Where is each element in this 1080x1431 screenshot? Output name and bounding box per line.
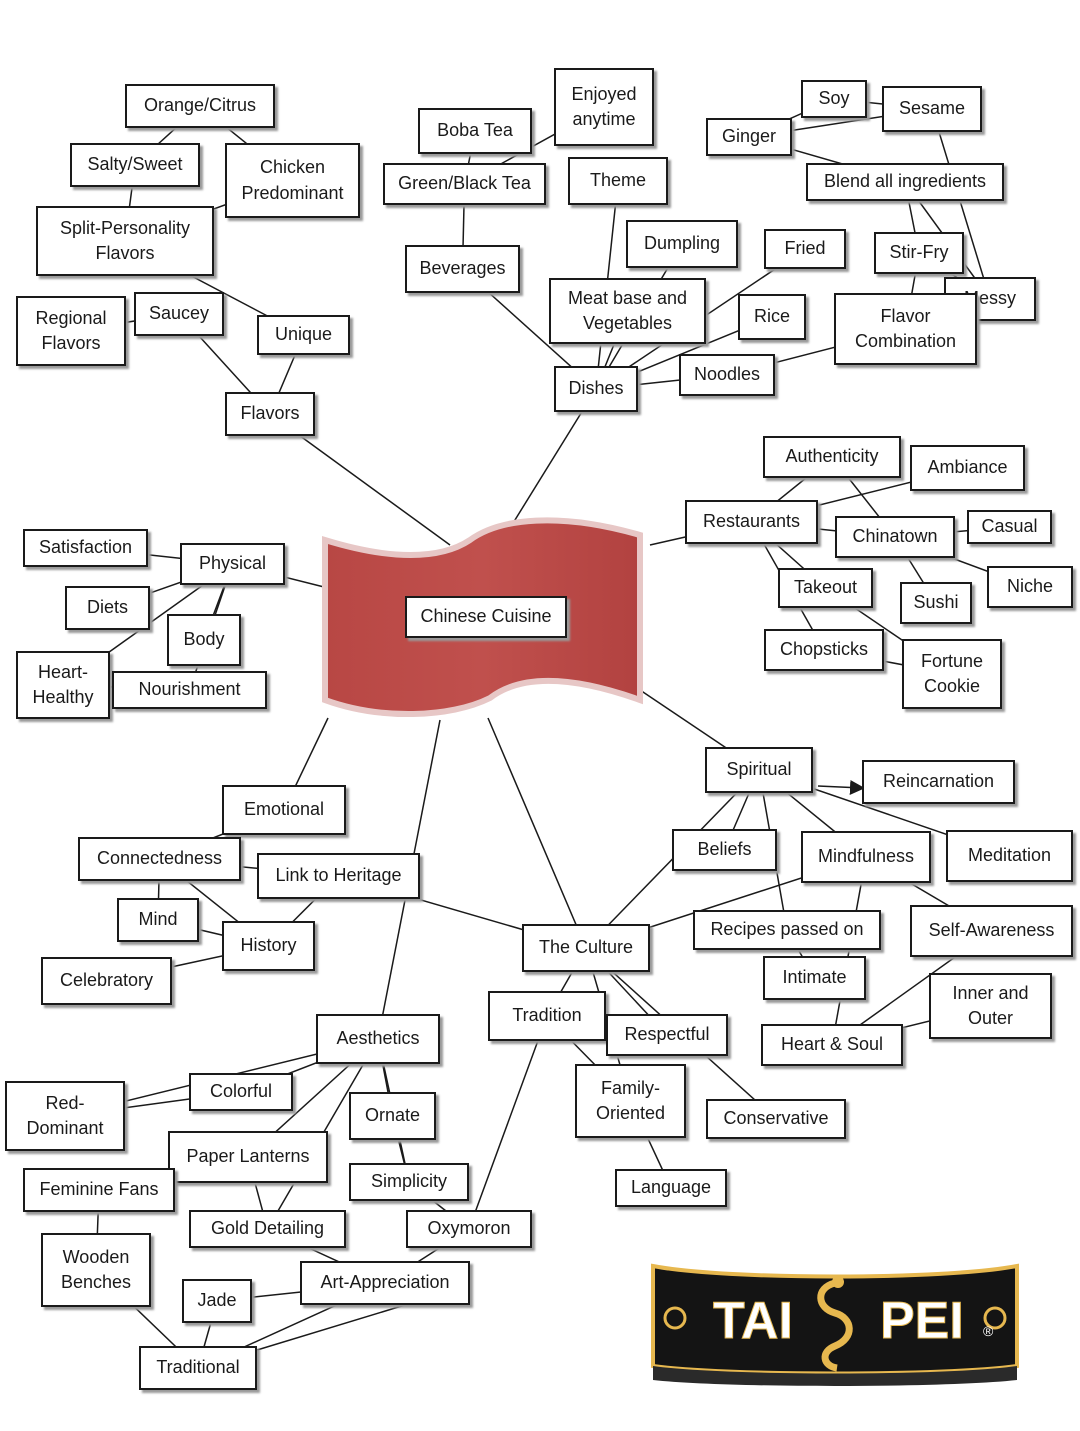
dragon-icon (817, 1279, 853, 1372)
arrow-line (817, 779, 865, 795)
node-niche[interactable]: Niche (987, 566, 1073, 608)
connector-line (831, 856, 867, 1046)
node-stir-fry[interactable]: Stir-Fry (874, 232, 964, 274)
node-nourishment[interactable]: Nourishment (112, 671, 267, 709)
logo-registered: ® (983, 1323, 994, 1339)
node-wooden-benches[interactable]: Wooden Benches (41, 1233, 151, 1307)
node-link-heritage[interactable]: Link to Heritage (257, 853, 420, 899)
node-orange-citrus[interactable]: Orange/Citrus (125, 84, 275, 128)
node-restaurants[interactable]: Restaurants (685, 500, 818, 544)
connector-line (468, 1015, 548, 1230)
node-chopsticks[interactable]: Chopsticks (764, 629, 884, 671)
center-node[interactable]: Chinese Cuisine (405, 596, 567, 638)
node-feminine-fans[interactable]: Feminine Fans (23, 1168, 175, 1212)
node-ornate[interactable]: Ornate (349, 1092, 436, 1140)
node-green-black-tea[interactable]: Green/Black Tea (383, 163, 546, 205)
node-enjoyed-anytime[interactable]: Enjoyed anytime (554, 68, 654, 146)
node-mindfulness[interactable]: Mindfulness (801, 831, 931, 883)
node-flavor-combination[interactable]: Flavor Combination (834, 293, 977, 365)
node-satisfaction[interactable]: Satisfaction (23, 529, 148, 567)
node-takeout[interactable]: Takeout (778, 568, 873, 608)
node-spiritual[interactable]: Spiritual (705, 747, 813, 793)
node-flavors[interactable]: Flavors (225, 392, 315, 436)
node-family-oriented[interactable]: Family- Oriented (575, 1064, 686, 1138)
node-unique[interactable]: Unique (257, 315, 350, 355)
node-simplicity[interactable]: Simplicity (349, 1163, 469, 1201)
node-traditional[interactable]: Traditional (139, 1346, 257, 1390)
logo-text-left: TAI (713, 1292, 793, 1350)
taipei-logo: TAI PEI ® (651, 1263, 1019, 1386)
node-theme[interactable]: Theme (568, 157, 668, 205)
node-dishes[interactable]: Dishes (554, 366, 638, 412)
node-celebratory[interactable]: Celebratory (41, 957, 172, 1005)
node-dumpling[interactable]: Dumpling (626, 220, 738, 268)
node-blend-all[interactable]: Blend all ingredients (806, 163, 1004, 201)
node-conservative[interactable]: Conservative (706, 1099, 846, 1139)
node-the-culture[interactable]: The Culture (522, 924, 650, 972)
node-meat-veg[interactable]: Meat base and Vegetables (549, 278, 706, 344)
node-reincarnation[interactable]: Reincarnation (862, 760, 1015, 804)
node-oxymoron[interactable]: Oxymoron (406, 1210, 532, 1248)
node-connectedness[interactable]: Connectedness (78, 837, 241, 881)
node-saucey[interactable]: Saucey (134, 292, 224, 336)
node-gold-detailing[interactable]: Gold Detailing (189, 1210, 346, 1248)
node-red-dominant[interactable]: Red- Dominant (5, 1081, 125, 1151)
node-diets[interactable]: Diets (65, 586, 150, 630)
node-chicken-predominant[interactable]: Chicken Predominant (225, 143, 360, 218)
node-authenticity[interactable]: Authenticity (763, 436, 901, 478)
node-intimate[interactable]: Intimate (763, 956, 866, 1000)
node-body[interactable]: Body (167, 614, 241, 666)
node-mind[interactable]: Mind (117, 898, 199, 942)
logo-text-right: PEI (880, 1292, 964, 1350)
node-jade[interactable]: Jade (182, 1279, 252, 1323)
node-casual[interactable]: Casual (967, 510, 1052, 544)
node-soy[interactable]: Soy (801, 80, 867, 118)
node-physical[interactable]: Physical (180, 543, 285, 585)
node-chinatown[interactable]: Chinatown (835, 516, 955, 558)
node-ambiance[interactable]: Ambiance (910, 445, 1025, 491)
node-split-personality[interactable]: Split-Personality Flavors (36, 206, 214, 276)
node-meditation[interactable]: Meditation (946, 830, 1073, 882)
node-noodles[interactable]: Noodles (679, 354, 775, 396)
node-recipes-passed[interactable]: Recipes passed on (693, 910, 881, 950)
node-fried[interactable]: Fried (764, 229, 846, 269)
node-heart-healthy[interactable]: Heart- Healthy (16, 651, 110, 719)
node-fortune-cookie[interactable]: Fortune Cookie (902, 639, 1002, 709)
node-beliefs[interactable]: Beliefs (672, 829, 777, 871)
node-salty-sweet[interactable]: Salty/Sweet (70, 143, 200, 187)
node-emotional[interactable]: Emotional (222, 785, 346, 835)
node-respectful[interactable]: Respectful (606, 1014, 728, 1056)
node-colorful[interactable]: Colorful (189, 1073, 293, 1111)
node-paper-lanterns[interactable]: Paper Lanterns (168, 1131, 328, 1183)
node-self-awareness[interactable]: Self-Awareness (910, 905, 1073, 957)
node-sushi[interactable]: Sushi (900, 582, 972, 624)
node-inner-outer[interactable]: Inner and Outer (929, 973, 1052, 1039)
node-aesthetics[interactable]: Aesthetics (316, 1014, 440, 1064)
node-rice[interactable]: Rice (738, 294, 806, 340)
connector-line (487, 717, 587, 949)
node-sesame[interactable]: Sesame (882, 86, 982, 132)
connector-line (509, 388, 597, 529)
connector-line (931, 108, 991, 300)
node-regional-flavors[interactable]: Regional Flavors (16, 296, 126, 366)
node-ginger[interactable]: Ginger (706, 118, 792, 156)
node-heart-soul[interactable]: Heart & Soul (761, 1024, 903, 1066)
node-beverages[interactable]: Beverages (405, 245, 520, 293)
node-tradition[interactable]: Tradition (488, 991, 606, 1041)
node-art-appreciation[interactable]: Art-Appreciation (300, 1261, 470, 1305)
node-boba-tea[interactable]: Boba Tea (418, 108, 532, 154)
node-language[interactable]: Language (615, 1169, 727, 1207)
node-history[interactable]: History (222, 921, 315, 971)
